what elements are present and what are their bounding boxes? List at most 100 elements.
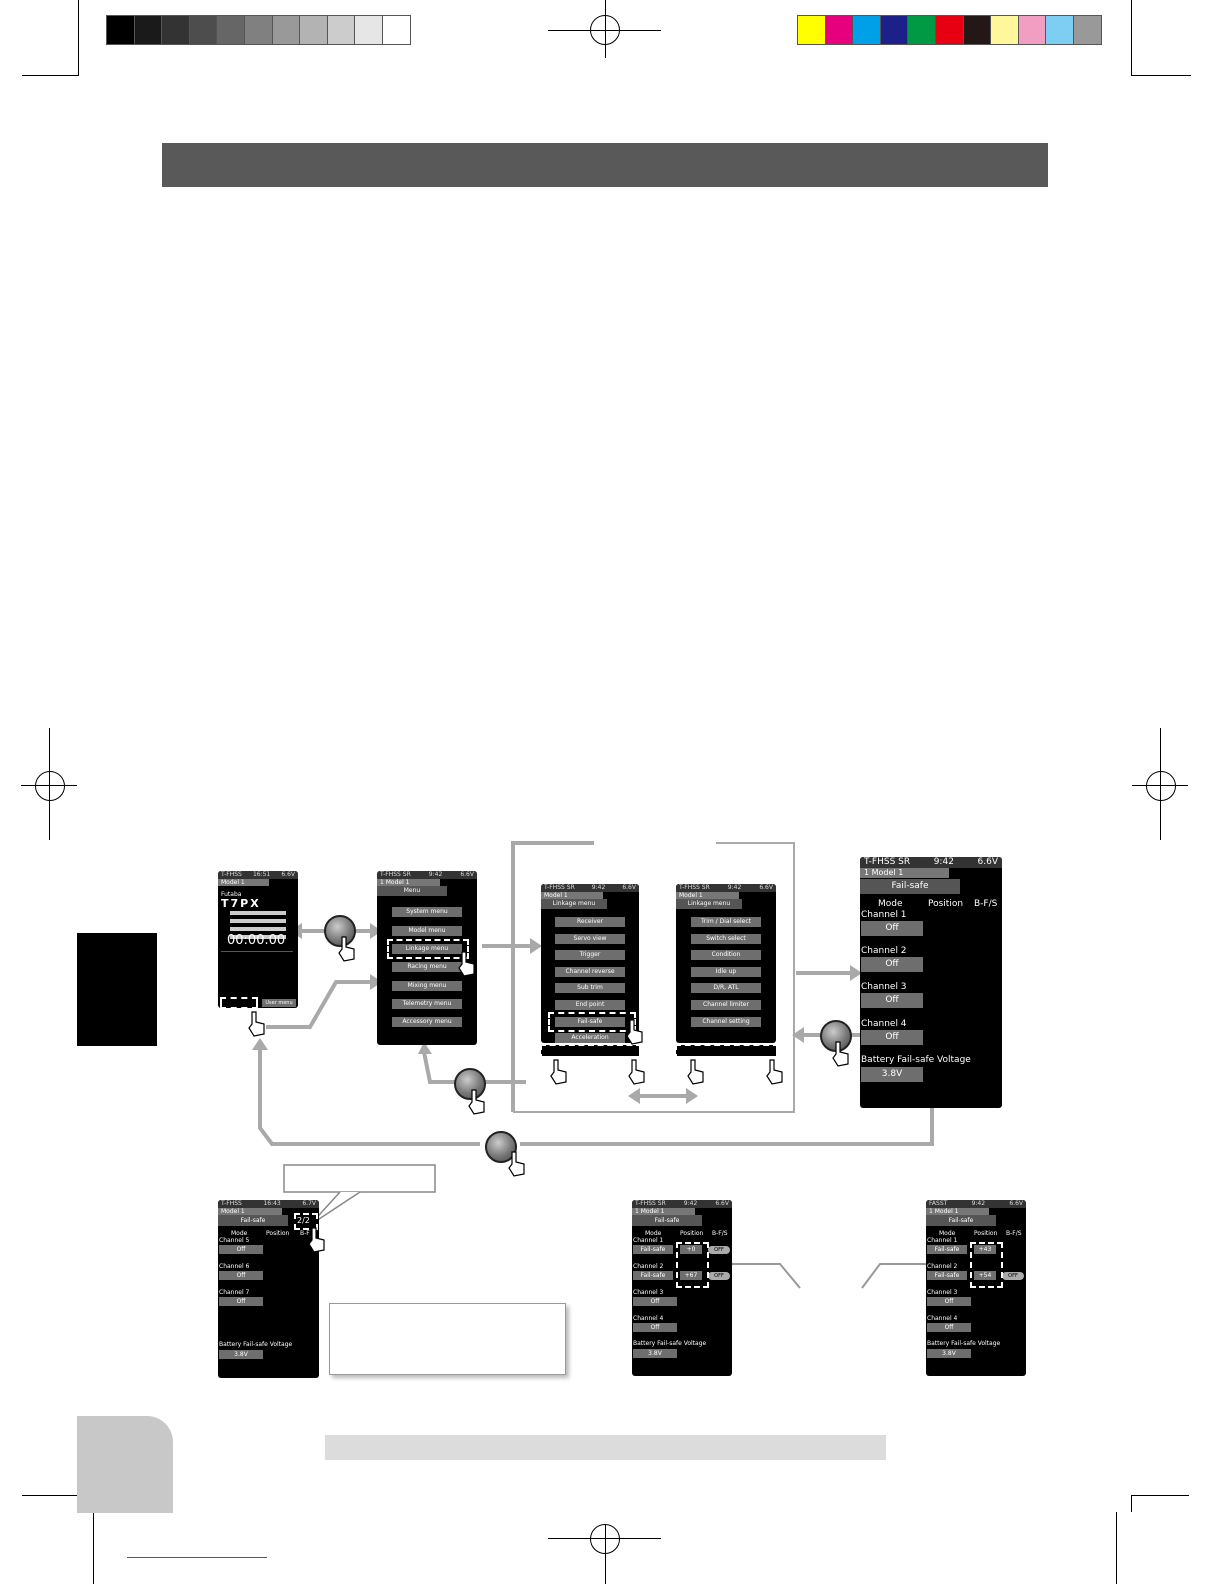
home-exit-dial-icon[interactable] bbox=[454, 1068, 486, 1100]
finger-pointer-icon bbox=[626, 1019, 643, 1045]
status-time: 9:42 bbox=[971, 1200, 986, 1207]
user-menu-button[interactable]: User menu bbox=[262, 999, 296, 1007]
channel-4-mode[interactable]: Off bbox=[633, 1323, 677, 1332]
condition-button[interactable]: Condition bbox=[691, 950, 761, 960]
page-nav-bar[interactable] bbox=[676, 1045, 776, 1056]
note-box bbox=[329, 1303, 566, 1375]
bfs-column-header: B-F/S bbox=[712, 1230, 728, 1237]
channel-5-mode[interactable]: Off bbox=[219, 1245, 263, 1254]
switch-select-button[interactable]: Switch select bbox=[691, 934, 761, 944]
channel-2-bfs-toggle[interactable]: OFF bbox=[1002, 1272, 1024, 1280]
status-voltage: 6.6V bbox=[281, 871, 295, 878]
page-nav-bar[interactable] bbox=[541, 1045, 639, 1056]
position-column-header: Position bbox=[266, 1230, 290, 1237]
channel-2-position[interactable]: +67 bbox=[680, 1271, 702, 1280]
battery-failsafe-value[interactable]: 3.8V bbox=[861, 1067, 923, 1082]
status-voltage: 6.6V bbox=[622, 884, 636, 891]
battery-failsafe-label: Battery Fail-safe Voltage bbox=[861, 1055, 971, 1065]
color-swatch bbox=[962, 15, 992, 45]
status-protocol: T-FHSS bbox=[221, 871, 242, 878]
servo-view-button[interactable]: Servo view bbox=[555, 934, 625, 944]
status-protocol: FASST bbox=[929, 1200, 948, 1207]
accessory-menu-button[interactable]: Accessory menu bbox=[392, 1017, 462, 1027]
channel-1-mode[interactable]: Fail-safe bbox=[633, 1245, 673, 1254]
channel-1-bfs-toggle[interactable]: OFF bbox=[708, 1246, 730, 1254]
trim-bar bbox=[230, 911, 286, 915]
channel-7-mode[interactable]: Off bbox=[219, 1297, 263, 1306]
registration-circle bbox=[590, 1524, 620, 1554]
finger-pointer-icon bbox=[338, 936, 355, 962]
gray-swatch bbox=[188, 15, 218, 45]
dr-atl-button[interactable]: D/R, ATL bbox=[691, 983, 761, 993]
fail-safe-button[interactable]: Fail-safe bbox=[555, 1017, 625, 1027]
position-column-header: Position bbox=[928, 899, 964, 909]
mixing-menu-button[interactable]: Mixing menu bbox=[392, 981, 462, 991]
channel-4-mode[interactable]: Off bbox=[927, 1323, 971, 1332]
status-protocol: T-FHSS SR bbox=[679, 884, 710, 891]
channel-limiter-button[interactable]: Channel limiter bbox=[691, 1000, 761, 1010]
channel-1-mode[interactable]: Off bbox=[861, 921, 923, 936]
channel-4-mode[interactable]: Off bbox=[861, 1030, 923, 1045]
end-point-button[interactable]: End point bbox=[555, 1000, 625, 1010]
channel-3-mode[interactable]: Off bbox=[633, 1297, 677, 1306]
battery-failsafe-value[interactable]: 3.8V bbox=[633, 1349, 677, 1358]
color-swatch bbox=[824, 15, 854, 45]
idle-up-button[interactable]: Idle up bbox=[691, 967, 761, 977]
channel-reverse-button[interactable]: Channel reverse bbox=[555, 967, 625, 977]
trigger-button[interactable]: Trigger bbox=[555, 950, 625, 960]
model-name: 1 Model 1 bbox=[632, 1208, 695, 1215]
channel-6-label: Channel 6 bbox=[219, 1263, 250, 1270]
status-protocol: T-FHSS SR bbox=[544, 884, 575, 891]
trim-dial-select-button[interactable]: Trim / Dial select bbox=[691, 917, 761, 927]
home-exit-dial-icon[interactable] bbox=[324, 915, 356, 947]
crop-mark bbox=[22, 75, 78, 76]
linkage-menu-button[interactable]: Linkage menu bbox=[392, 944, 462, 954]
receiver-button[interactable]: Receiver bbox=[555, 917, 625, 927]
channel-2-mode[interactable]: Off bbox=[861, 957, 923, 972]
channel-3-label: Channel 3 bbox=[927, 1289, 958, 1296]
linkage-header: Linkage menu bbox=[676, 899, 742, 909]
channel-2-mode[interactable]: Fail-safe bbox=[633, 1271, 673, 1280]
channel-3-mode[interactable]: Off bbox=[927, 1297, 971, 1306]
color-swatch bbox=[907, 15, 937, 45]
color-swatch bbox=[1045, 15, 1075, 45]
gray-swatch bbox=[299, 15, 329, 45]
model-name: Model 1 bbox=[676, 892, 739, 899]
model-name: 1 Model 1 bbox=[860, 868, 950, 878]
finger-pointer-icon bbox=[766, 1059, 783, 1085]
racing-menu-button[interactable]: Racing menu bbox=[392, 962, 462, 972]
timer-display[interactable]: 00:00.00 bbox=[227, 933, 286, 948]
channel-1-mode[interactable]: Fail-safe bbox=[927, 1245, 967, 1254]
position-column-header: Position bbox=[974, 1230, 998, 1237]
finger-pointer-icon bbox=[308, 1227, 325, 1253]
system-menu-button[interactable]: System menu bbox=[392, 907, 462, 917]
registration-circle bbox=[1146, 771, 1176, 801]
page-indicator[interactable]: 2/2 bbox=[297, 1216, 310, 1225]
sub-trim-button[interactable]: Sub trim bbox=[555, 983, 625, 993]
model-menu-button[interactable]: Model menu bbox=[392, 926, 462, 936]
channel-2-position[interactable]: +54 bbox=[974, 1271, 996, 1280]
acceleration-button[interactable]: Acceleration bbox=[555, 1033, 625, 1043]
channel-2-mode[interactable]: Fail-safe bbox=[927, 1271, 967, 1280]
channel-2-bfs-toggle[interactable]: OFF bbox=[708, 1272, 730, 1280]
channel-1-position[interactable]: +43 bbox=[974, 1245, 996, 1254]
battery-failsafe-value[interactable]: 3.8V bbox=[927, 1349, 971, 1358]
channel-3-mode[interactable]: Off bbox=[861, 993, 923, 1008]
channel-setting-button[interactable]: Channel setting bbox=[691, 1017, 761, 1027]
status-voltage: 6.6V bbox=[715, 1200, 729, 1207]
trim-bar bbox=[230, 927, 286, 931]
crop-mark bbox=[78, 0, 79, 76]
channel-1-position[interactable]: +0 bbox=[680, 1245, 702, 1254]
page-highlight bbox=[294, 1213, 318, 1230]
status-time: 9:42 bbox=[428, 871, 443, 878]
color-swatch bbox=[935, 15, 964, 45]
channel-6-mode[interactable]: Off bbox=[219, 1271, 263, 1280]
battery-failsafe-value[interactable]: 3.8V bbox=[219, 1350, 263, 1359]
telemetry-menu-button[interactable]: Telemetry menu bbox=[392, 999, 462, 1009]
finger-pointer-icon bbox=[550, 1059, 567, 1085]
